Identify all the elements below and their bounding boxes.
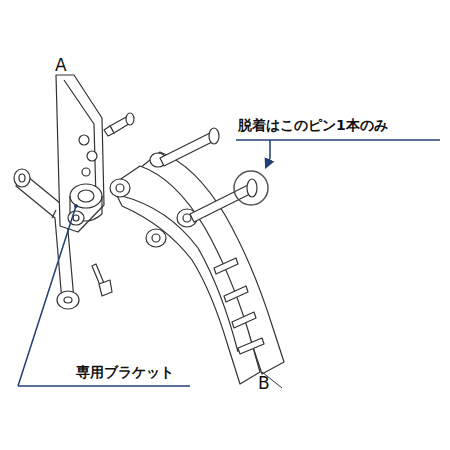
callout-underline: [18, 385, 190, 387]
leader-lines: [18, 140, 440, 386]
leader-line: [266, 140, 270, 167]
callout-text: 脱着はこのピン1本のみ: [238, 118, 388, 133]
part-letter: A: [55, 56, 67, 75]
callout-circle: [234, 171, 268, 205]
leader-line: [18, 206, 76, 386]
callout-text: 専用ブラケット: [76, 365, 174, 380]
part-b-arm: [110, 128, 284, 384]
leader-dot: [74, 204, 78, 208]
callout-underline: [236, 139, 440, 141]
part-letter: B: [258, 374, 270, 393]
part-a-bracket: [14, 75, 134, 309]
